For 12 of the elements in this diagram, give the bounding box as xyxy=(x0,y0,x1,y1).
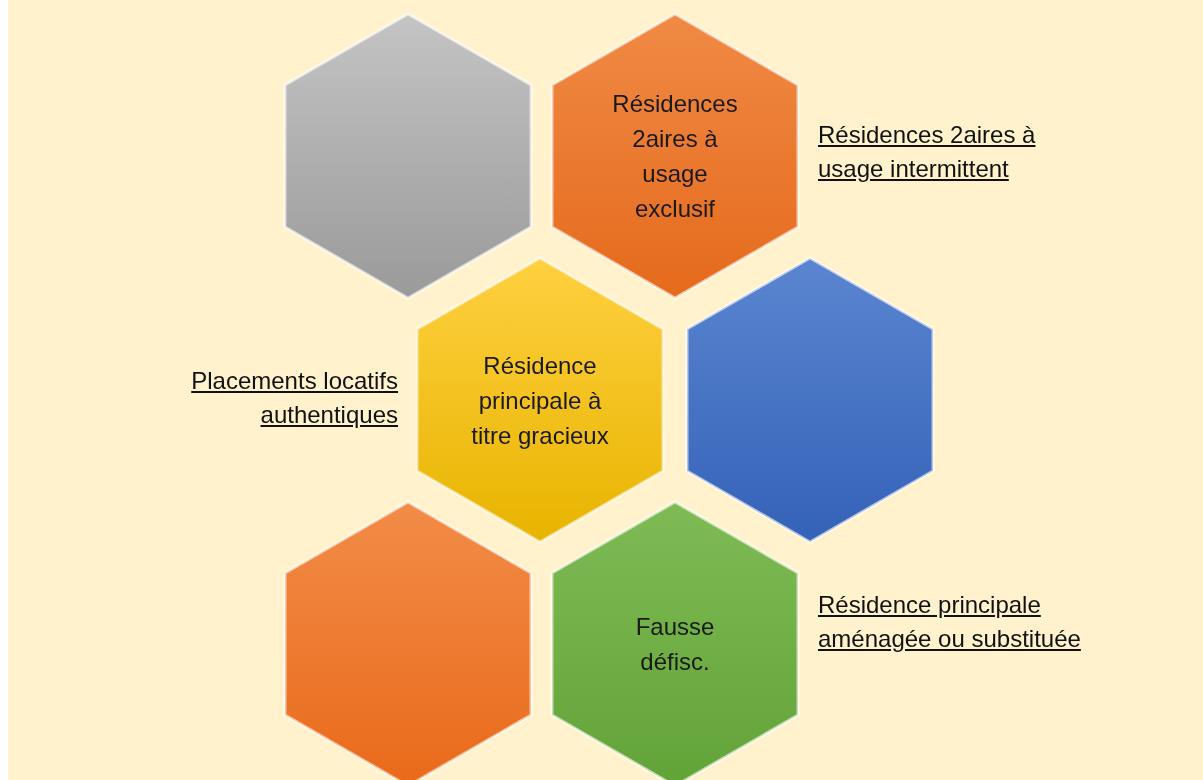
hexagon-text: Fausse défisc. xyxy=(634,612,716,677)
underlined-label: Placements locatifs authentiques xyxy=(190,366,398,430)
hexagon-text: Résidence principale à titre gracieux xyxy=(470,350,610,451)
hexagon-shape xyxy=(550,500,800,780)
hexagon-shape xyxy=(550,12,800,300)
hexagon-shape xyxy=(283,12,533,300)
hexagon-shape xyxy=(283,500,533,780)
underlined-label: Résidence principale aménagée ou substituée xyxy=(818,590,1082,654)
hexagon-text: Résidences 2aires à usage exclusif xyxy=(611,89,739,224)
hexagon-shape xyxy=(685,256,935,544)
hexagon-shape xyxy=(415,256,665,544)
underlined-label: Résidences 2aires à usage intermittent xyxy=(818,120,1037,184)
